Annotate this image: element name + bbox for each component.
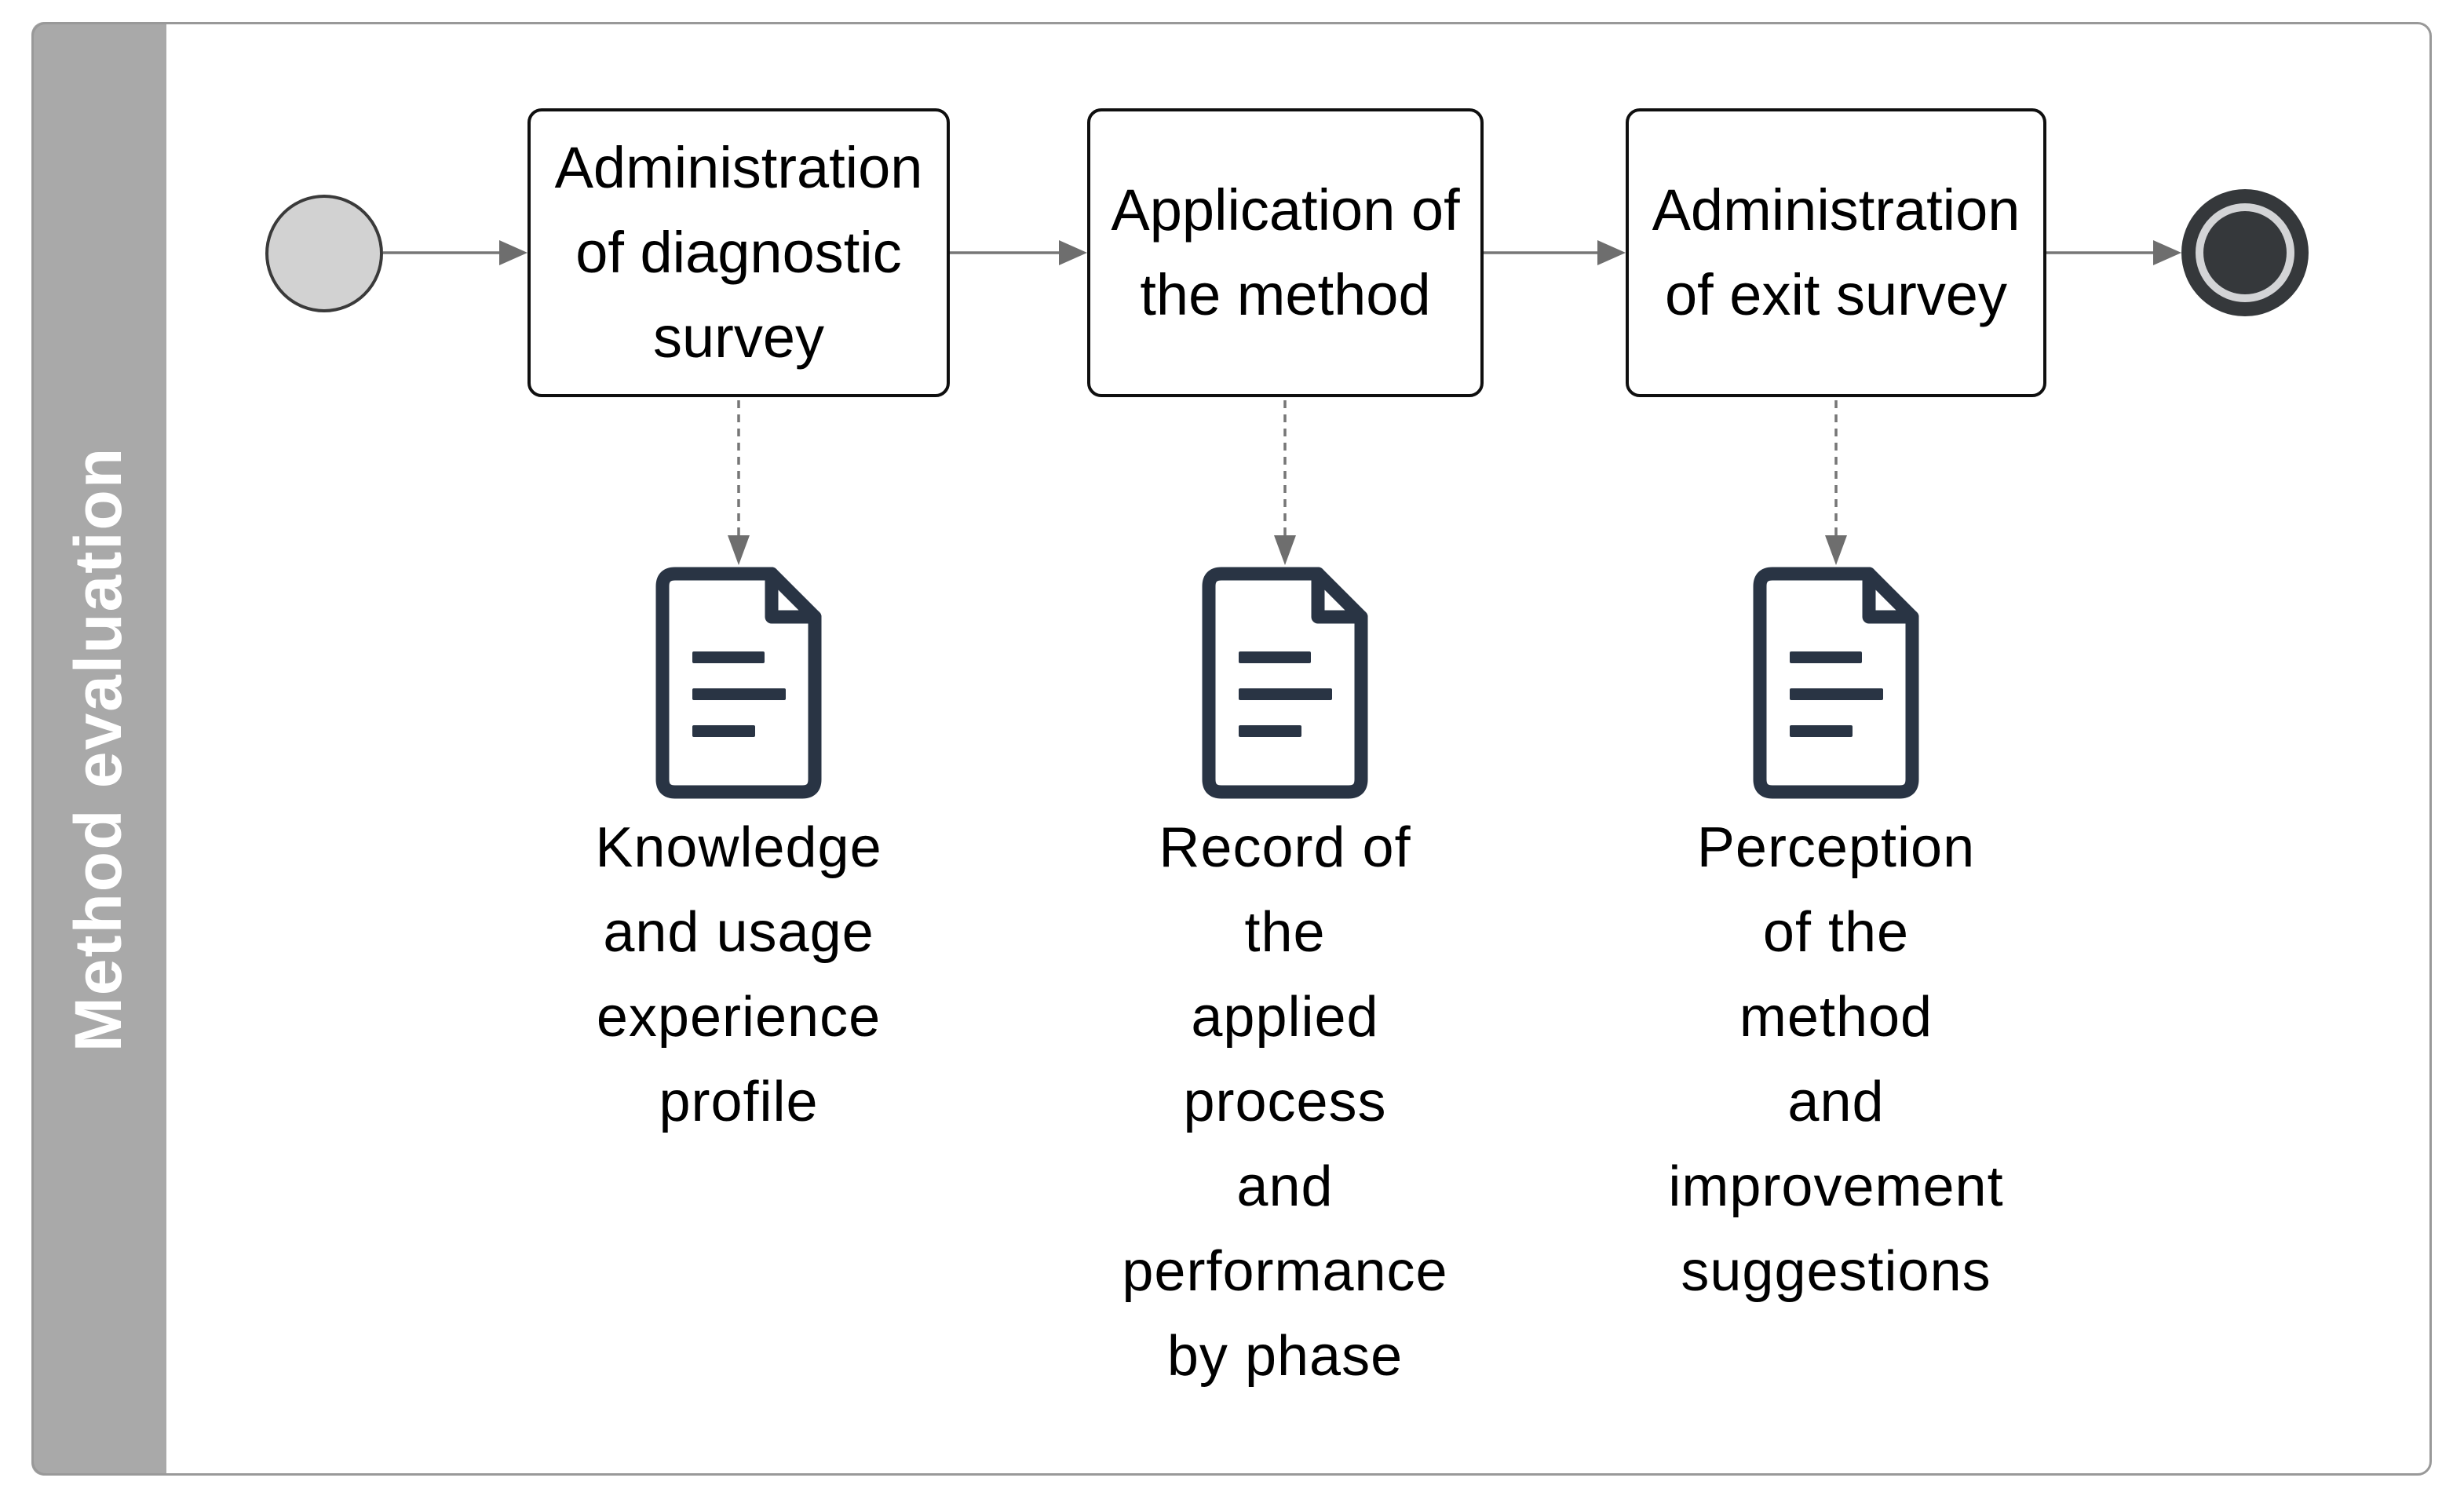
end-event-circle [2181,189,2309,316]
document-icon [1202,567,1368,799]
end-event-core [2203,211,2287,294]
task-label: Administration of exit survey [1652,177,2020,327]
task-administration-of-diagnostic-survey: Administration of diagnostic survey [527,108,950,397]
lane-band: Method evaluation [31,22,166,1476]
task-label: Application of the method [1111,177,1460,327]
data-object-label: Perception of the method and improvement… [1668,816,2004,1303]
start-event-circle [265,195,383,312]
document-icon [655,567,822,799]
task-administration-of-exit-survey: Administration of exit survey [1626,108,2046,397]
task-application-of-the-method: Application of the method [1087,108,1484,397]
document-icon [1753,567,1919,799]
task-label: Administration of diagnostic survey [554,135,923,370]
data-object-label: Record of the applied process and perfor… [1122,816,1448,1388]
pool-frame [31,22,2432,1476]
data-object-label: Knowledge and usage experience profile [595,816,882,1133]
